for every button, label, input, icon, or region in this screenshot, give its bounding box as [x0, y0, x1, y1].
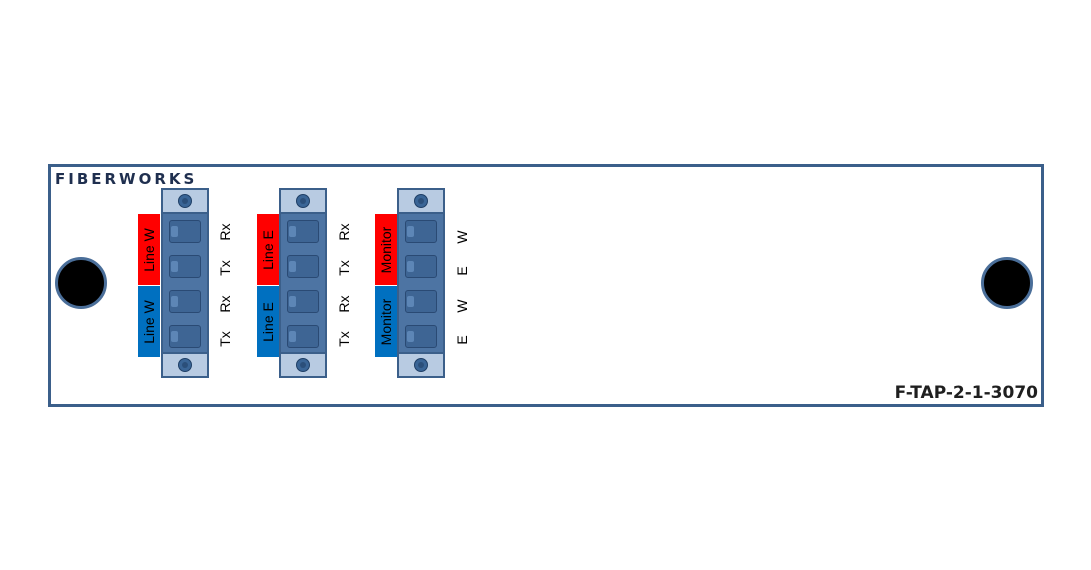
- module-2-port-3-label: Rx: [336, 294, 352, 313]
- module-2-port-4[interactable]: [281, 319, 325, 354]
- module-3-port-2[interactable]: [399, 249, 443, 284]
- module-2-port-1[interactable]: [281, 214, 325, 249]
- screw-icon[interactable]: [414, 358, 428, 372]
- module-1-group-bottom-label: Line W: [138, 286, 160, 357]
- module-2-adapter: [279, 188, 327, 378]
- module-3-group-top-label: Monitor: [375, 214, 397, 285]
- module-2-port-2[interactable]: [281, 249, 325, 284]
- module-3-port-4-label: E: [454, 334, 470, 345]
- module-3-port-3[interactable]: [399, 284, 443, 319]
- module-2-port-2-label: Tx: [336, 259, 352, 276]
- fiber-tap-panel: FIBERWORKS F-TAP-2-1-3070 Line W Line W …: [48, 164, 1044, 407]
- module-2-bottom-tab: [281, 352, 325, 376]
- module-3-top-tab: [399, 190, 443, 214]
- module-1-port-4-label: Tx: [217, 330, 233, 347]
- screw-icon[interactable]: [414, 194, 428, 208]
- mounting-hole-left-icon: [55, 257, 107, 309]
- module-3-adapter: [397, 188, 445, 378]
- brand-logo: FIBERWORKS: [55, 170, 198, 188]
- module-1-adapter: [161, 188, 209, 378]
- module-1-port-1[interactable]: [163, 214, 207, 249]
- module-1-port-2[interactable]: [163, 249, 207, 284]
- module-3-bottom-tab: [399, 352, 443, 376]
- module-2-port-4-label: Tx: [336, 330, 352, 347]
- screw-icon[interactable]: [178, 194, 192, 208]
- module-1-port-1-label: Rx: [217, 222, 233, 241]
- model-number: F-TAP-2-1-3070: [894, 383, 1038, 403]
- screw-icon[interactable]: [296, 358, 310, 372]
- module-1-port-3[interactable]: [163, 284, 207, 319]
- module-1-group-top-label: Line W: [138, 214, 160, 285]
- module-2-port-3[interactable]: [281, 284, 325, 319]
- module-1-port-2-label: Tx: [217, 259, 233, 276]
- module-3-port-3-label: W: [454, 298, 470, 313]
- module-3-port-1-label: W: [454, 229, 470, 244]
- module-1-top-tab: [163, 190, 207, 214]
- screw-icon[interactable]: [178, 358, 192, 372]
- module-3-port-1[interactable]: [399, 214, 443, 249]
- module-3-group-bottom-label: Monitor: [375, 286, 397, 357]
- module-2-group-top-label: Line E: [257, 214, 279, 285]
- mounting-hole-right-icon: [981, 257, 1033, 309]
- module-2-port-1-label: Rx: [336, 222, 352, 241]
- module-1-port-3-label: Rx: [217, 294, 233, 313]
- module-3-port-2-label: E: [454, 265, 470, 276]
- screw-icon[interactable]: [296, 194, 310, 208]
- module-2-group-bottom-label: Line E: [257, 286, 279, 357]
- module-1-port-4[interactable]: [163, 319, 207, 354]
- module-3-port-4[interactable]: [399, 319, 443, 354]
- module-1-bottom-tab: [163, 352, 207, 376]
- module-2-top-tab: [281, 190, 325, 214]
